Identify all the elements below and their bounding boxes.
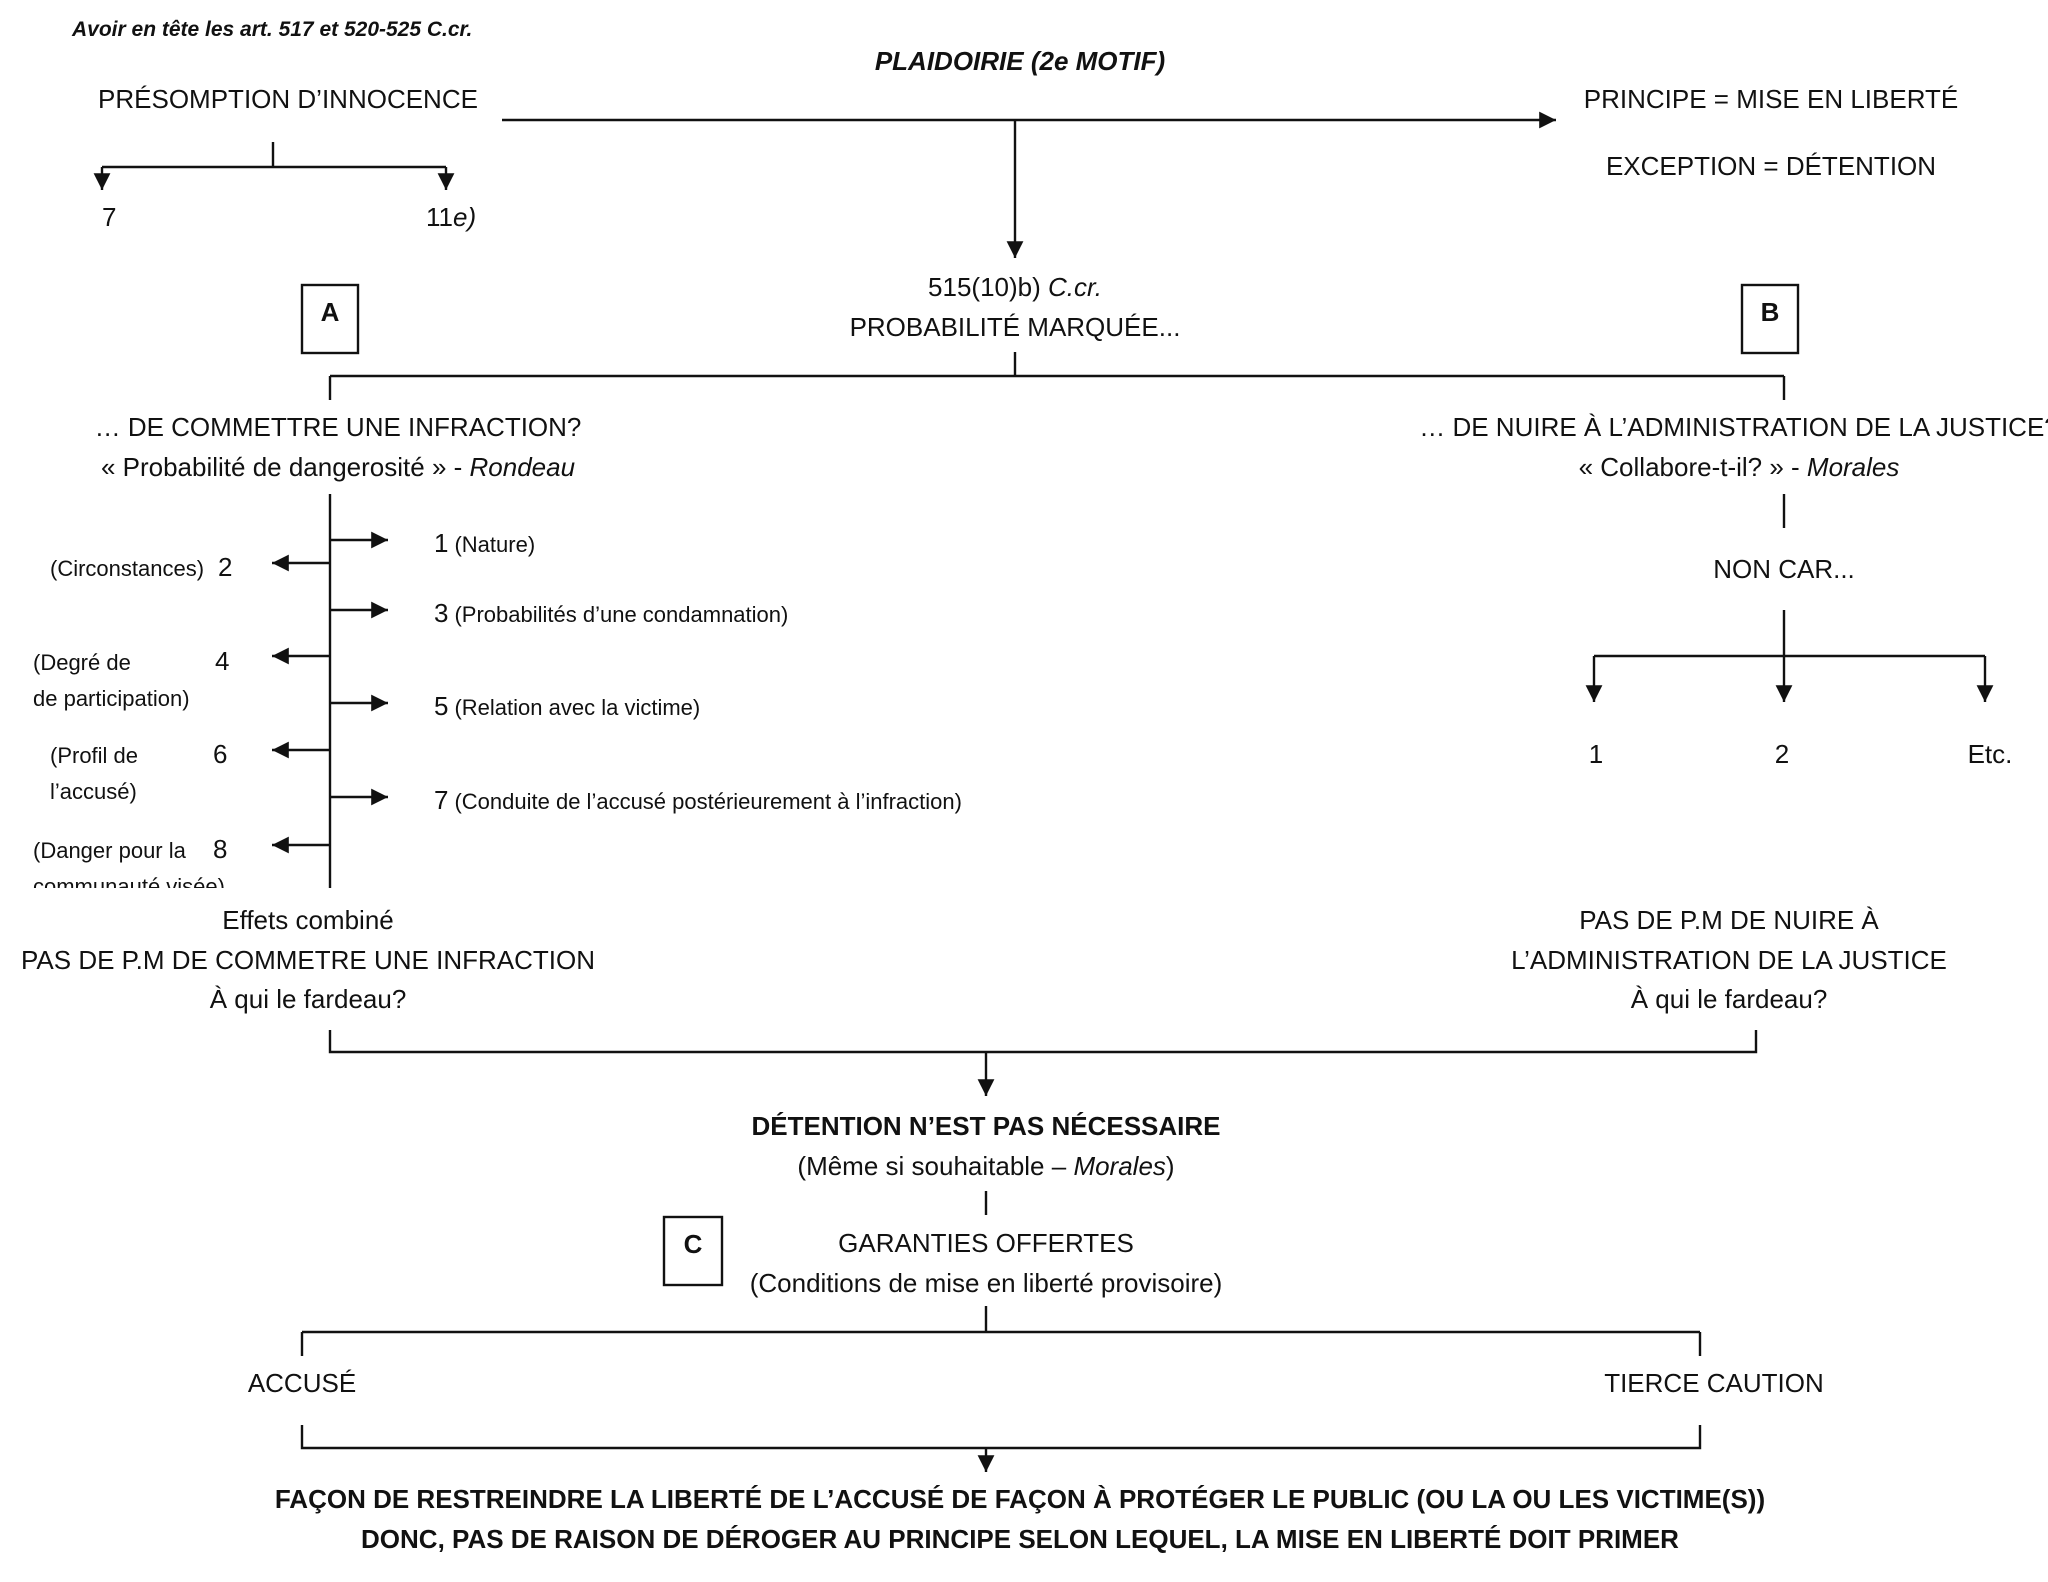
garanties-split-bracket <box>300 1306 1702 1356</box>
non-car-item-2: 2 <box>1775 739 1789 769</box>
factor-4-num: 4 <box>215 646 229 676</box>
meme-si-souhaitable: (Même si souhaitable – Morales) <box>797 1151 1174 1181</box>
presomption-item-11e: 11e) <box>426 202 476 232</box>
factor-6-label-line-1: (Profil de <box>50 743 138 768</box>
merge-bracket <box>328 1030 1758 1054</box>
box-c-label: C <box>684 1229 703 1259</box>
left-branch-title: … DE COMMETTRE UNE INFRACTION? <box>95 412 582 442</box>
box-a <box>300 283 360 355</box>
factor-8-num: 8 <box>213 834 227 864</box>
box-c <box>662 1215 724 1287</box>
left-branch-subtitle: « Probabilité de dangerosité » - Rondeau <box>101 452 575 482</box>
factor-3: 3(Probabilités d’une condamnation) <box>434 598 788 628</box>
factor-8-label-line-1: (Danger pour la <box>33 838 187 863</box>
left-conclusion-line-2: PAS DE P.M DE COMMETRE UNE INFRACTION <box>21 945 595 975</box>
diagram-title: PLAIDOIRIE (2e MOTIF) <box>875 46 1165 76</box>
factor-5: 5(Relation avec la victime) <box>434 691 700 721</box>
non-car-item-etc: Etc. <box>1968 739 2013 769</box>
right-conclusion-line-2: L’ADMINISTRATION DE LA JUSTICE <box>1511 945 1947 975</box>
right-conclusion-line-3: À qui le fardeau? <box>1631 984 1828 1014</box>
probabilite-label: PROBABILITÉ MARQUÉE... <box>850 312 1181 342</box>
header-note: Avoir en tête les art. 517 et 520-525 C.… <box>71 18 472 41</box>
non-car-label: NON CAR... <box>1713 554 1855 584</box>
box-b <box>1740 283 1800 355</box>
factor-7: 7(Conduite de l’accusé postérieurement à… <box>434 785 962 815</box>
non-car-split-bracket <box>1594 610 1985 658</box>
factor-2-num: 2 <box>218 552 232 582</box>
exception-label: EXCEPTION = DÉTENTION <box>1606 151 1936 181</box>
probabilite-split-bracket <box>328 352 1786 400</box>
conditions-label: (Conditions de mise en liberté provisoir… <box>750 1268 1223 1298</box>
final-merge-bracket <box>300 1425 1702 1450</box>
box-b-label: B <box>1761 297 1780 327</box>
left-conclusion-line-1: Effets combiné <box>222 905 394 935</box>
accuse-label: ACCUSÉ <box>248 1368 356 1398</box>
garanties-label: GARANTIES OFFERTES <box>838 1228 1134 1258</box>
detention-label: DÉTENTION N’EST PAS NÉCESSAIRE <box>751 1111 1220 1141</box>
final-statement-line-2: DONC, PAS DE RAISON DE DÉROGER AU PRINCI… <box>361 1524 1679 1554</box>
tierce-caution-label: TIERCE CAUTION <box>1604 1368 1824 1398</box>
factor-1: 1(Nature) <box>434 528 535 558</box>
factor-4-label-line-2: de participation) <box>33 686 190 711</box>
article-label: 515(10)b) C.cr. <box>928 272 1102 302</box>
left-conclusion-line-3: À qui le fardeau? <box>210 984 407 1014</box>
right-branch-title: … DE NUIRE À L’ADMINISTRATION DE LA JUST… <box>1419 412 2048 442</box>
right-conclusion-line-1: PAS DE P.M DE NUIRE À <box>1579 905 1879 935</box>
box-a-label: A <box>321 297 340 327</box>
presomption-item-7: 7 <box>102 202 116 232</box>
presomption-label: PRÉSOMPTION D’INNOCENCE <box>98 84 478 114</box>
factor-4-label-line-1: (Degré de <box>33 650 131 675</box>
factor-6-num: 6 <box>213 739 227 769</box>
final-statement-line-1: FAÇON DE RESTREINDRE LA LIBERTÉ DE L’ACC… <box>275 1484 1765 1514</box>
non-car-item-1: 1 <box>1589 739 1603 769</box>
factor-8-clip-mask <box>20 888 340 902</box>
factor-6-label-line-2: l’accusé) <box>50 779 137 804</box>
factor-2-label: (Circonstances) <box>50 556 204 581</box>
principe-label: PRINCIPE = MISE EN LIBERTÉ <box>1584 84 1958 114</box>
presomption-split-connector <box>102 142 446 169</box>
right-branch-subtitle: « Collabore-t-il? » - Morales <box>1579 452 1900 482</box>
